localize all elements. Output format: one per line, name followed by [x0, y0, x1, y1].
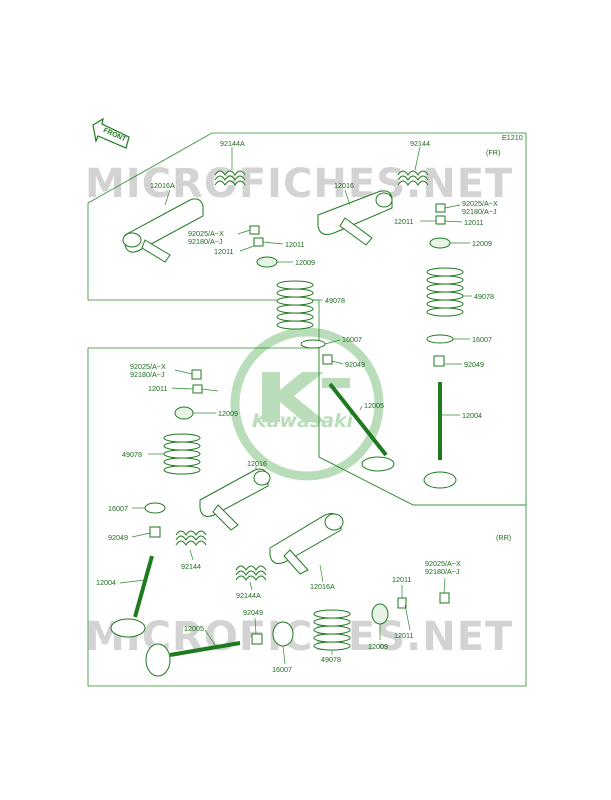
label-49078-fr-l: 49078 — [325, 296, 345, 305]
label-12004-fr: 12004 — [462, 411, 482, 420]
valve-spring-49078-fr-l — [276, 280, 314, 330]
section-fr: (FR) — [486, 148, 500, 157]
rocker-arm-12016A-rr — [269, 513, 344, 575]
seal-92049-rr-l — [149, 526, 161, 538]
seal-16007-rr-l — [144, 502, 166, 514]
label-16007-fr-r: 16007 — [472, 335, 492, 344]
label-12004-rr: 12004 — [96, 578, 116, 587]
watermark-top: MICROFICHES.NET — [85, 161, 513, 207]
label-12005-fr: 12005 — [364, 401, 384, 410]
keeper-12011-rr-b — [397, 597, 407, 609]
label-12016A-fr: 12016A — [150, 181, 175, 190]
adjuster-92025-rr-r — [439, 592, 450, 604]
valve-spring-49078-fr-r — [426, 267, 464, 317]
label-92180-fr-l: 92180/A~J — [188, 237, 223, 246]
retainer-12009-rr-b — [371, 603, 389, 625]
label-12011-rr-b1: 12011 — [392, 575, 411, 584]
seal-92049-rr-b — [251, 633, 263, 645]
valve-12004-fr — [423, 382, 457, 489]
label-49078-rr-b: 49078 — [321, 655, 341, 664]
label-12005-rr: 12005 — [184, 624, 204, 633]
spring-92144-rr — [175, 530, 207, 546]
rocker-arm-12016-fr — [317, 190, 393, 246]
rocker-arm-12016A-fr — [122, 198, 204, 263]
retainer-12009-fr-l — [256, 256, 278, 268]
front-arrow-icon: FRONT — [92, 117, 130, 149]
label-92025-fr-l: 92025/A~X — [188, 229, 224, 238]
label-12011-rr-b2: 12011 — [394, 631, 413, 640]
label-49078-rr-l: 49078 — [122, 450, 142, 459]
label-92144-fr: 92144 — [410, 139, 430, 148]
seal-92049-fr-r — [433, 355, 445, 367]
adjuster-92025-fr-r — [435, 203, 446, 213]
label-12009-rr-l: 12009 — [218, 409, 238, 418]
section-rr: (RR) — [496, 533, 511, 542]
label-92049-fr-r: 92049 — [464, 360, 484, 369]
seal-92049-fr-l — [322, 354, 333, 365]
label-12009-fr-l: 12009 — [295, 258, 315, 267]
label-12016-rr: 12016 — [247, 459, 267, 468]
label-92025-fr-r: 92025/A~X — [462, 199, 498, 208]
logo-text: Kawasaki — [252, 410, 354, 432]
leader-lines — [119, 146, 472, 665]
label-92180-rr-l: 92180/A~J — [130, 370, 165, 379]
label-92049-rr-l: 92049 — [108, 533, 128, 542]
label-92049-rr-b: 92049 — [243, 608, 263, 617]
adjuster-92025-fr-l — [249, 225, 260, 235]
keeper-12011-fr-l — [253, 237, 264, 247]
keeper-12011-rr-l — [192, 384, 203, 394]
seal-16007-fr-r — [426, 334, 454, 344]
kawasaki-logo: Kawasaki — [230, 327, 384, 481]
valve-12004-rr — [110, 555, 154, 638]
label-92180-rr-r: 92180/A~J — [425, 567, 460, 576]
label-12009-fr-r: 12009 — [472, 239, 492, 248]
label-92144-rr: 92144 — [181, 562, 201, 571]
rr-section-outline — [87, 347, 527, 687]
rocker-arm-12016-rr — [199, 468, 271, 531]
label-92180-fr-r: 92180/A~J — [462, 207, 497, 216]
label-12011-fr-r: 12011 — [394, 217, 413, 226]
label-16007-rr-b: 16007 — [272, 665, 292, 674]
label-12009-rr-b: 12009 — [368, 642, 388, 651]
retainer-12009-rr-l — [174, 406, 194, 420]
spring-92144A-rr — [235, 565, 267, 581]
valve-12005-rr — [145, 641, 241, 677]
keeper-12011-fr-r — [435, 215, 446, 225]
seal-16007-rr-b — [272, 621, 294, 647]
spring-92144-fr — [397, 170, 429, 186]
part-labels: 92144A 92144 12016A 12016 92025/A~X 9218… — [96, 139, 498, 674]
label-12011-fr-l1: 12011 — [285, 240, 304, 249]
label-92025-rr-l: 92025/A~X — [130, 362, 166, 371]
label-12011-rr-l: 12011 — [148, 384, 167, 393]
seal-16007-fr-l — [300, 339, 326, 349]
label-12011-fr-l2: 12011 — [214, 247, 233, 256]
label-92144A-rr: 92144A — [236, 591, 261, 600]
label-49078-fr-r: 49078 — [474, 292, 494, 301]
label-16007-fr-l: 16007 — [342, 335, 362, 344]
adjuster-92025-rr-l — [191, 369, 202, 380]
label-12011-fr-r2: 12011 — [464, 218, 483, 227]
label-92025-rr-r: 92025/A~X — [425, 559, 461, 568]
label-92049-fr-l: 92049 — [345, 360, 365, 369]
valve-12005-fr — [328, 382, 395, 472]
valve-spring-49078-rr-l — [163, 433, 201, 475]
retainer-12009-fr-r — [429, 237, 451, 249]
spring-92144A-fr — [214, 170, 246, 186]
diagram-code: E1210 — [502, 133, 523, 142]
label-16007-rr-l: 16007 — [108, 504, 128, 513]
label-12016-fr: 12016 — [334, 181, 354, 190]
valve-spring-49078-rr-b — [313, 609, 351, 651]
label-92144A-fr: 92144A — [220, 139, 245, 148]
label-12016A-rr: 12016A — [310, 582, 335, 591]
